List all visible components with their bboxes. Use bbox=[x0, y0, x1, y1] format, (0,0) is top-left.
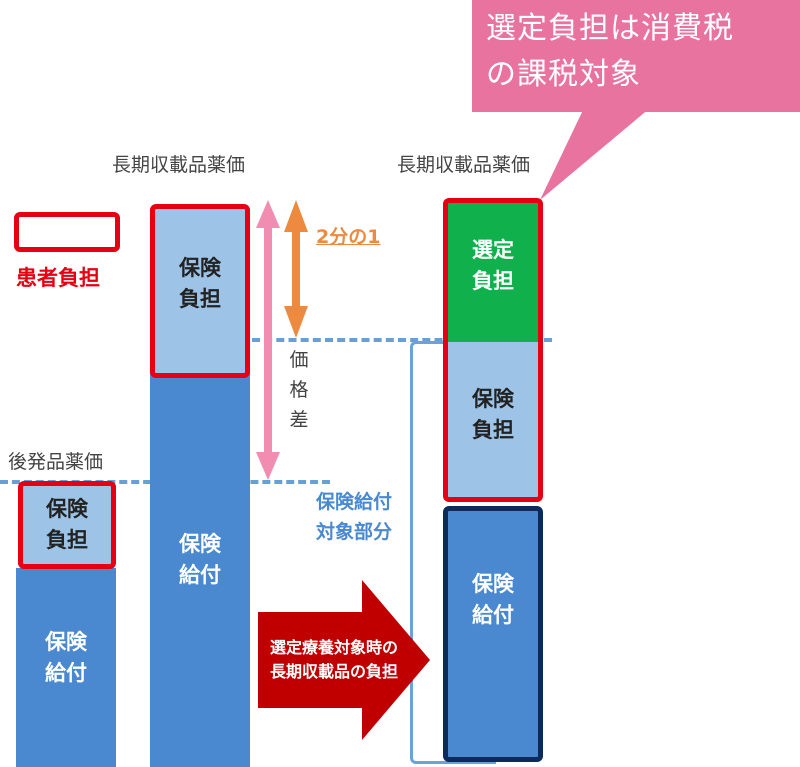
selected-burden-bar bbox=[443, 198, 543, 342]
long-term-price-label-left: 長期収載品薬価 bbox=[112, 154, 246, 176]
long-term-price-label-right: 長期収載品薬価 bbox=[397, 154, 531, 176]
legend-swatch bbox=[14, 212, 120, 252]
half-label: 2分の1 bbox=[316, 226, 381, 248]
callout-text: 選定負担は消費税 の課税対象 bbox=[486, 11, 734, 92]
generic-benefit-bar bbox=[16, 568, 116, 767]
selected-insurance-burden-bar bbox=[443, 337, 543, 502]
generic-price-label: 後発品薬価 bbox=[8, 451, 104, 473]
half-arrow bbox=[284, 200, 308, 338]
selected-benefit-bar bbox=[443, 506, 543, 762]
price-gap-arrow bbox=[256, 200, 280, 480]
generic-burden-bar bbox=[18, 481, 116, 569]
legend-label: 患者負担 bbox=[16, 266, 100, 290]
long-term-burden-bar bbox=[150, 204, 250, 378]
callout-box bbox=[472, 0, 800, 112]
selected-care-arrow bbox=[258, 580, 430, 740]
long-term-benefit-bar bbox=[150, 372, 250, 767]
half-price-line bbox=[252, 338, 552, 342]
